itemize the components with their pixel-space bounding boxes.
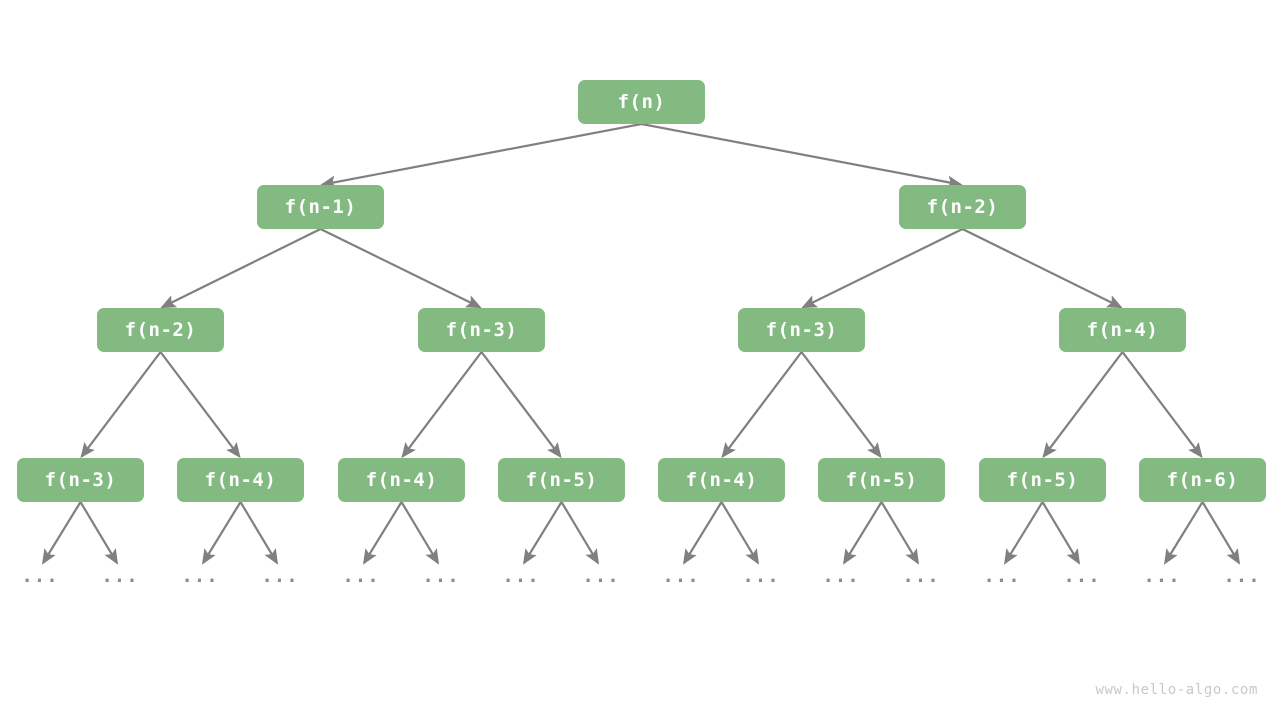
tree-edge	[1003, 501, 1044, 565]
watermark: www.hello-algo.com	[1095, 682, 1258, 698]
tree-edge	[842, 501, 883, 565]
ellipsis-mark: ...	[582, 565, 620, 587]
tree-edge	[362, 501, 403, 565]
edges-group	[41, 122, 1241, 565]
tree-edge	[1121, 351, 1203, 459]
tree-node[interactable]: f(n-2)	[899, 185, 1026, 229]
tree-node[interactable]: f(n)	[578, 80, 705, 124]
tree-node[interactable]: f(n-5)	[498, 458, 625, 502]
ellipsis-mark: ...	[1143, 565, 1181, 587]
tree-edge	[401, 351, 483, 459]
tree-node[interactable]: f(n-4)	[1059, 308, 1186, 352]
tree-edge	[41, 501, 82, 565]
tree-edge	[320, 228, 482, 309]
tree-edge	[801, 228, 963, 309]
tree-edge	[239, 501, 279, 565]
ellipsis-mark: ...	[983, 565, 1021, 587]
tree-node[interactable]: f(n-5)	[818, 458, 945, 502]
ellipsis-mark: ...	[21, 565, 59, 587]
ellipsis-mark: ...	[902, 565, 940, 587]
tree-node[interactable]: f(n-2)	[97, 308, 224, 352]
tree-edge	[721, 351, 803, 459]
tree-edge	[480, 351, 562, 459]
tree-edge	[160, 228, 321, 309]
ellipsis-mark: ...	[101, 565, 139, 587]
tree-edge	[400, 501, 440, 565]
ellipsis-mark: ...	[1063, 565, 1101, 587]
tree-node[interactable]: f(n-5)	[979, 458, 1106, 502]
tree-edge	[1163, 501, 1204, 565]
ellipsis-mark: ...	[342, 565, 380, 587]
tree-edge	[1201, 501, 1241, 565]
tree-edge	[80, 351, 162, 459]
tree-edge	[201, 501, 242, 565]
tree-edge	[320, 122, 642, 189]
tree-edge	[641, 122, 963, 189]
tree-edge	[79, 501, 119, 565]
ellipsis-mark: ...	[181, 565, 219, 587]
tree-node[interactable]: f(n-3)	[17, 458, 144, 502]
tree-edge	[1042, 351, 1124, 459]
tree-edge	[560, 501, 600, 565]
tree-edge	[1041, 501, 1081, 565]
ellipsis-mark: ...	[261, 565, 299, 587]
ellipsis-mark: ...	[502, 565, 540, 587]
tree-edge	[159, 351, 241, 459]
ellipsis-mark: ...	[742, 565, 780, 587]
tree-node[interactable]: f(n-4)	[658, 458, 785, 502]
ellipsis-mark: ...	[662, 565, 700, 587]
tree-node[interactable]: f(n-1)	[257, 185, 384, 229]
tree-node[interactable]: f(n-4)	[338, 458, 465, 502]
tree-edge	[720, 501, 760, 565]
tree-edge	[522, 501, 563, 565]
tree-node[interactable]: f(n-3)	[418, 308, 545, 352]
ellipsis-mark: ...	[422, 565, 460, 587]
tree-node[interactable]: f(n-4)	[177, 458, 304, 502]
ellipsis-mark: ...	[822, 565, 860, 587]
tree-edge	[880, 501, 920, 565]
tree-edge	[682, 501, 723, 565]
tree-node[interactable]: f(n-3)	[738, 308, 865, 352]
tree-edge	[800, 351, 882, 459]
tree-edge	[962, 228, 1123, 309]
tree-node[interactable]: f(n-6)	[1139, 458, 1266, 502]
ellipsis-mark: ...	[1223, 565, 1261, 587]
